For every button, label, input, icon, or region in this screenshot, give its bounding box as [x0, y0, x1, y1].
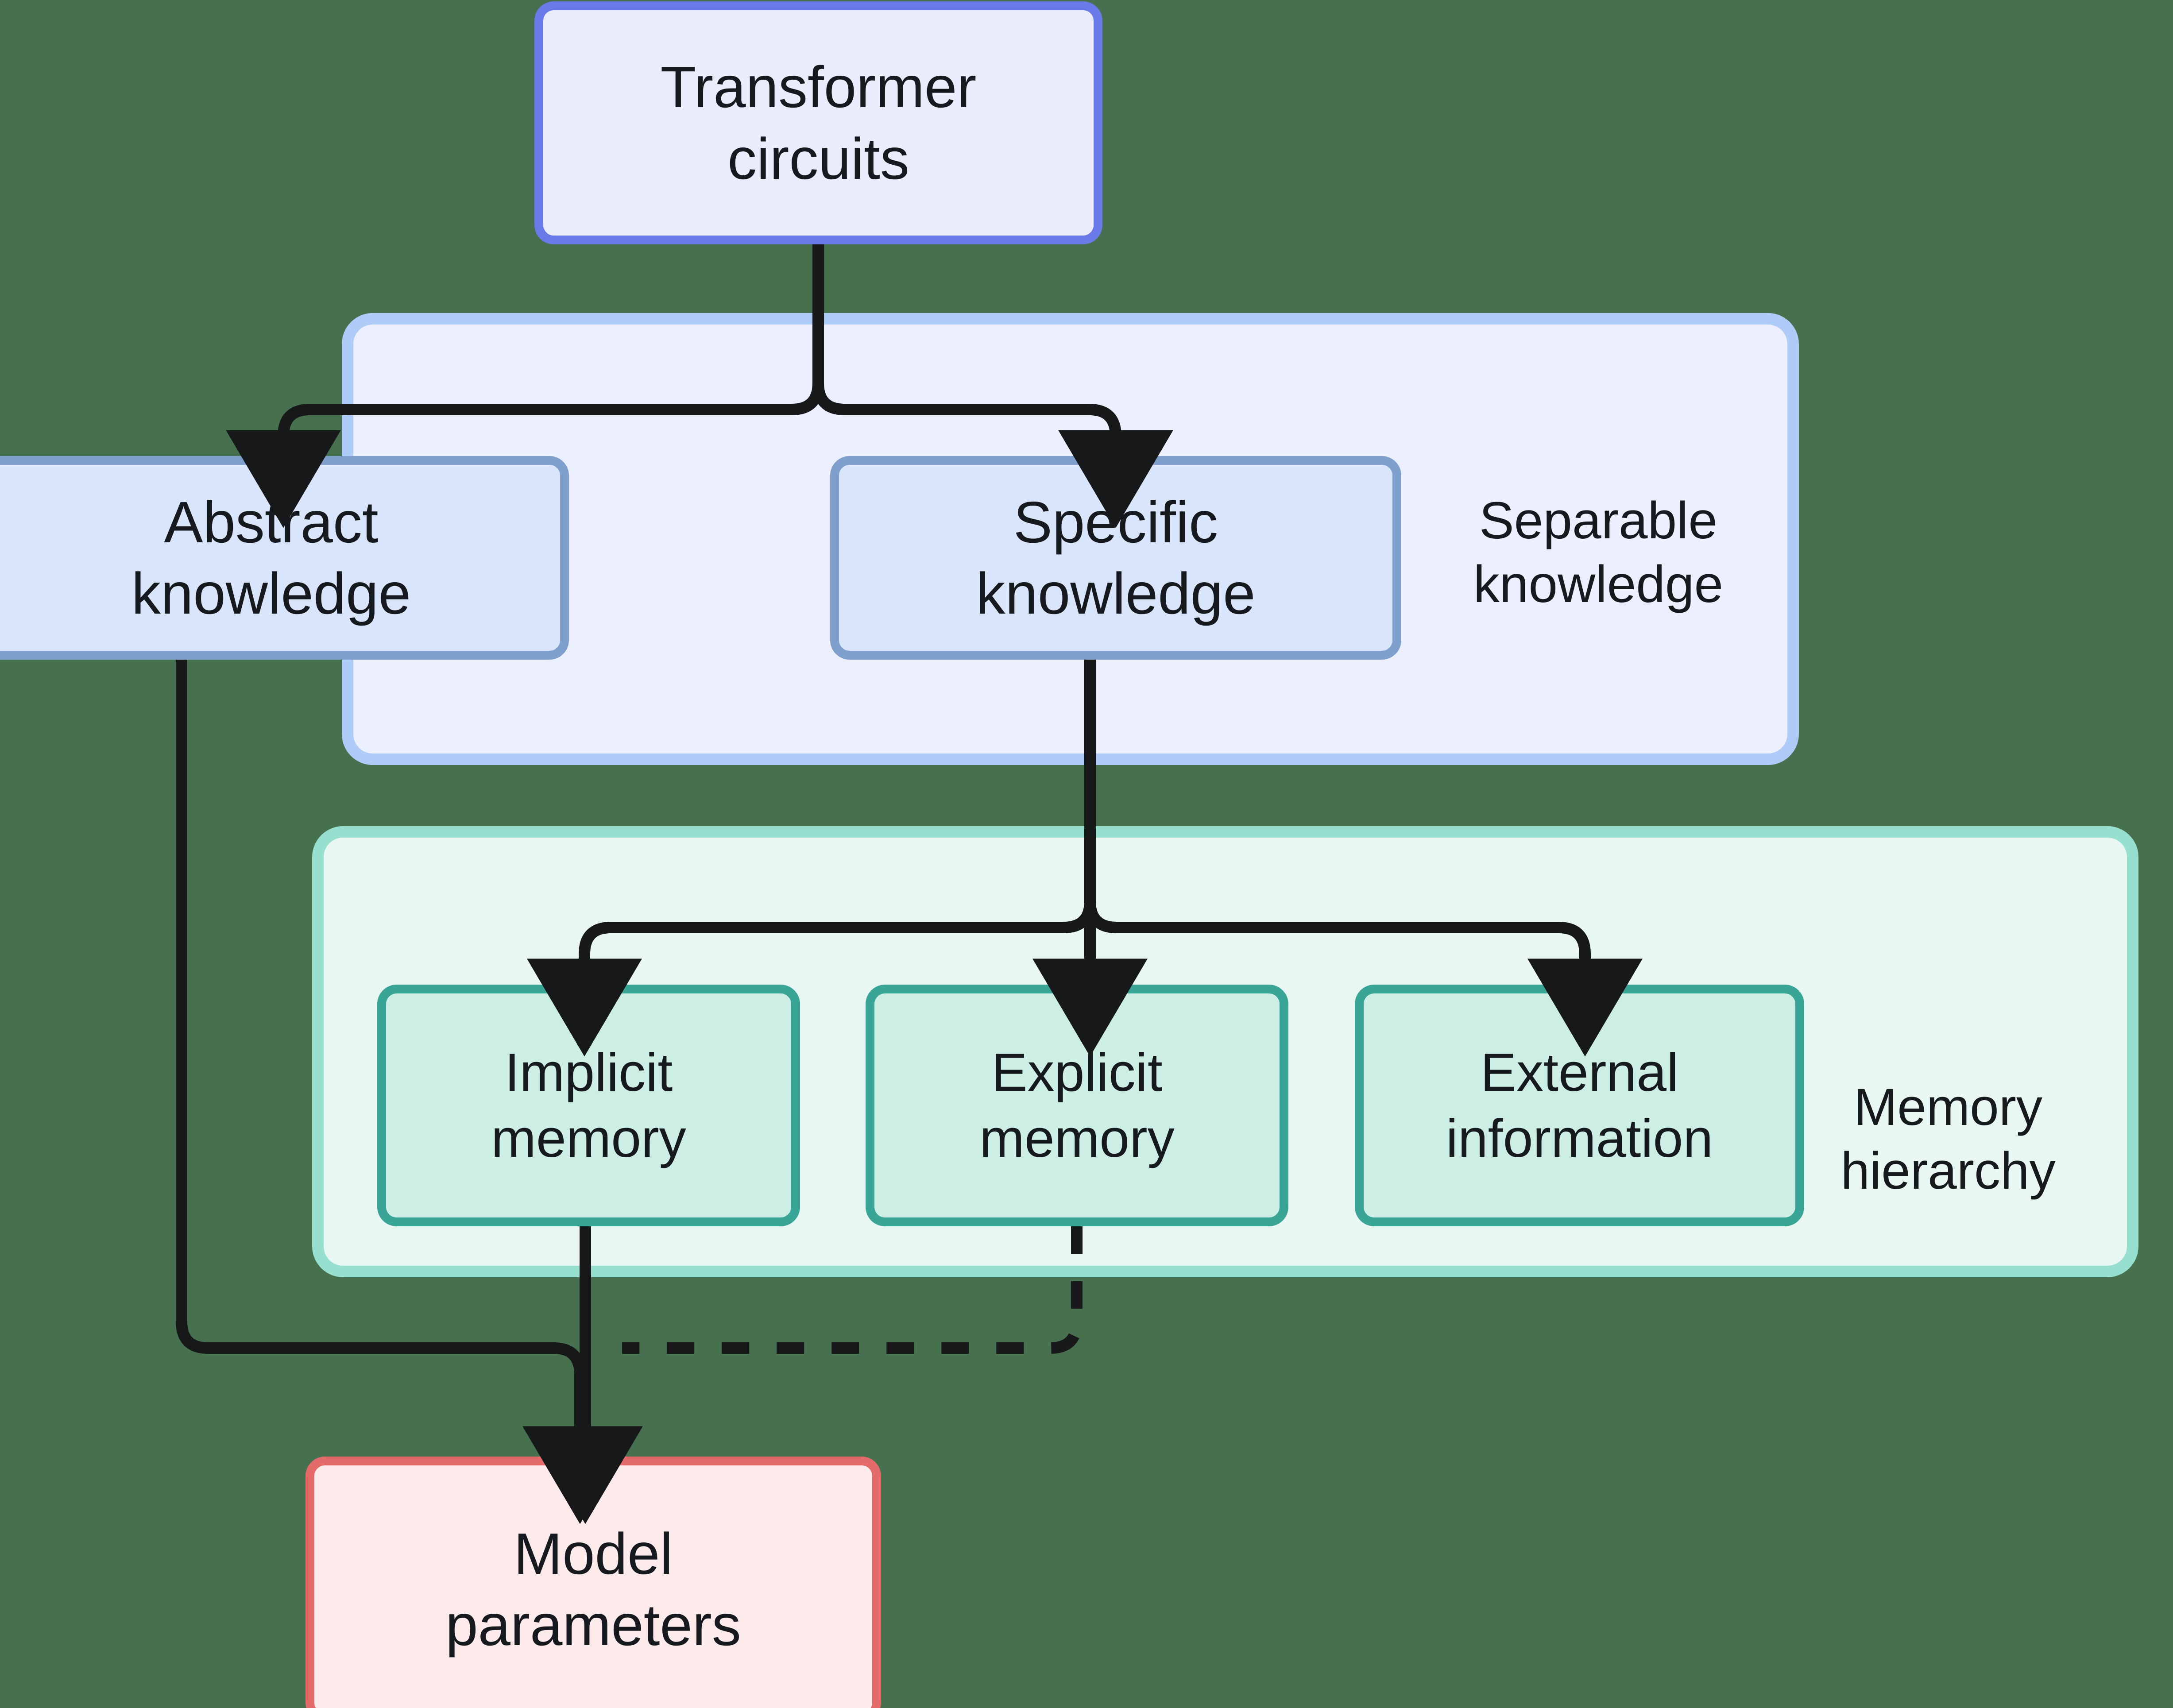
node-external-information[interactable]: External information — [1355, 985, 1804, 1226]
node-implicit-memory-label: Implicit memory — [491, 1042, 686, 1168]
node-specific-knowledge[interactable]: Specific knowledge — [830, 456, 1401, 660]
node-abstract-knowledge-label: Abstract knowledge — [131, 489, 411, 626]
node-transformer-circuits-label: Transformer circuits — [660, 54, 977, 191]
node-abstract-knowledge[interactable]: Abstract knowledge — [0, 456, 569, 660]
group-separable-knowledge-label: Separable knowledge — [1473, 491, 1724, 614]
node-transformer-circuits[interactable]: Transformer circuits — [534, 1, 1102, 244]
node-external-information-label: External information — [1446, 1042, 1713, 1168]
node-model-parameters-label: Model parameters — [445, 1521, 741, 1658]
node-implicit-memory[interactable]: Implicit memory — [377, 985, 800, 1226]
node-model-parameters[interactable]: Model parameters — [305, 1457, 881, 1708]
group-memory-hierarchy-label: Memory hierarchy — [1840, 1078, 2056, 1200]
node-specific-knowledge-label: Specific knowledge — [976, 489, 1256, 626]
node-explicit-memory[interactable]: Explicit memory — [866, 985, 1288, 1226]
node-explicit-memory-label: Explicit memory — [979, 1042, 1175, 1168]
